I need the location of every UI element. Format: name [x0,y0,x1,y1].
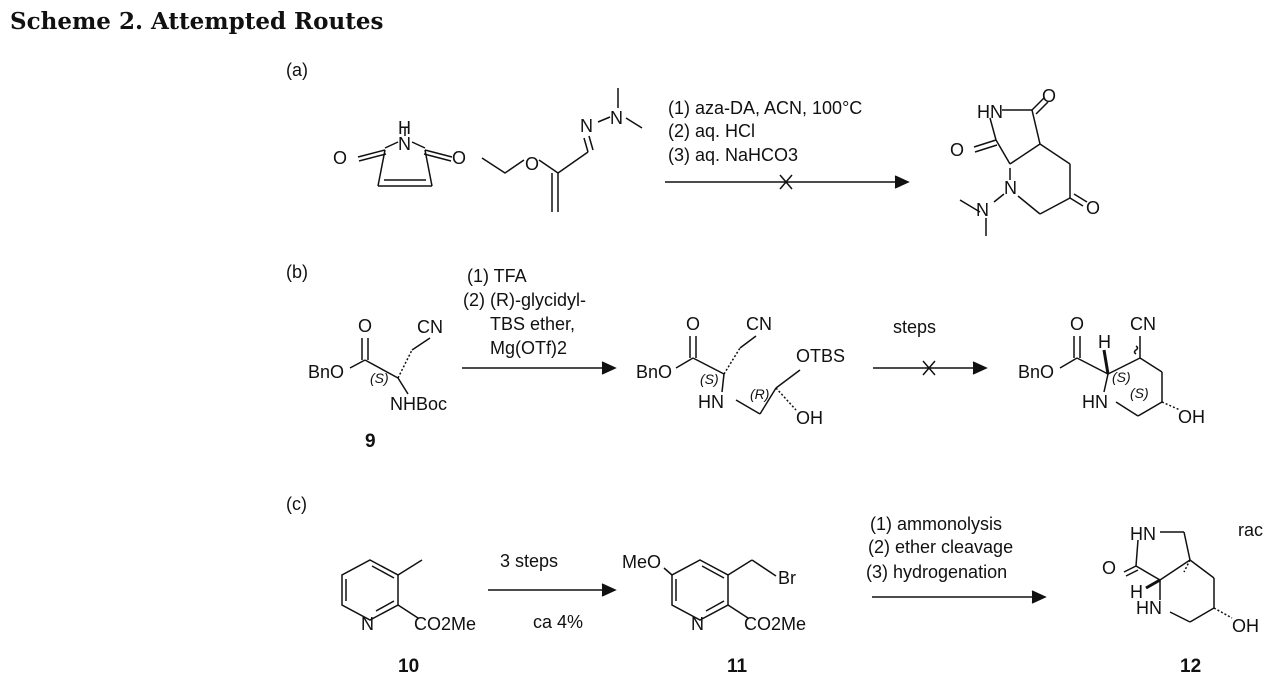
panel-b-arrow-1 [462,361,617,375]
intermediate-structure [675,335,801,415]
compound-12-structure [1123,531,1233,623]
panel-a-label: (a) [286,60,308,80]
azadiene-o: O [525,154,539,174]
compound-10-structure [341,559,423,621]
compound-9-nhboc: NHBoc [390,394,447,414]
compound-12-hn1: HN [1130,524,1156,544]
scheme-title: Scheme 2. Attempted Routes [10,8,384,35]
panel-b-product-bno: BnO [1018,362,1054,382]
panel-b-steps-label: steps [893,317,936,337]
panel-c-arrow-1 [488,583,617,597]
panel-c-arrow-2 [872,590,1047,604]
intermediate-bno: BnO [636,362,672,382]
compound-12-h: H [1130,582,1143,602]
intermediate-stereo-r: (R) [750,386,769,402]
panel-a-product-hn: HN [977,102,1003,122]
panel-c-step1-top: 3 steps [500,551,558,571]
compound-11-ester: CO2Me [744,614,806,634]
panel-b-product-stereo-s2: (S) [1130,385,1149,401]
panel-a-failed-arrow [665,174,910,190]
azadiene-n1: N [580,116,593,136]
maleimide-n: N [398,134,411,154]
compound-11-structure [663,559,777,621]
compound-10-number: 10 [398,656,419,677]
panel-b-product-oh: OH [1178,407,1205,427]
panel-b-product-h: H [1098,332,1111,352]
intermediate-otbs: OTBS [796,346,845,366]
panel-a-product-o1: O [1042,86,1056,106]
panel-b-label: (b) [286,262,308,282]
panel-b-condition-4: Mg(OTf)2 [490,338,567,358]
compound-9-structure [349,337,431,395]
compound-9-number: 9 [365,431,376,452]
azadiene-structure [481,88,643,212]
compound-12-number: 12 [1180,656,1201,677]
panel-b-condition-2: (2) (R)-glycidyl- [463,290,586,310]
maleimide-o-left: O [333,148,347,168]
panel-a-product-n2: N [976,200,989,220]
panel-c-condition-2: (2) ether cleavage [868,537,1013,557]
panel-c-condition-3: (3) hydrogenation [866,562,1007,582]
compound-12-rac: rac [1238,520,1263,540]
compound-11-number: 11 [727,656,748,677]
panel-b-product-hn: HN [1082,392,1108,412]
intermediate-o: O [686,314,700,334]
compound-12-o: O [1102,558,1116,578]
compound-9-bno: BnO [308,362,344,382]
azadiene-n2: N [610,108,623,128]
panel-b-condition-3: TBS ether, [490,314,575,334]
intermediate-cn: CN [746,314,772,334]
intermediate-stereo-s: (S) [700,371,719,387]
panel-c-label: (c) [286,494,307,514]
compound-12-oh: OH [1232,616,1259,636]
compound-9-o: O [358,316,372,336]
panel-c-step1-bottom: ca 4% [533,612,583,632]
compound-9-cn: CN [417,317,443,337]
compound-11-br: Br [778,568,796,588]
maleimide-o-right: O [452,148,466,168]
panel-a-product-o2: O [950,140,964,160]
compound-11-n: N [691,614,704,634]
intermediate-hn: HN [698,392,724,412]
maleimide-structure [357,128,453,187]
compound-10-n: N [361,614,374,634]
compound-10-ester: CO2Me [414,614,476,634]
compound-9-stereo-s: (S) [370,370,389,386]
panel-b-failed-arrow [873,360,988,376]
panel-b-product-o: O [1070,314,1084,334]
intermediate-oh: OH [796,408,823,428]
panel-a-product-n: N [1004,178,1017,198]
panel-a-condition-1: (1) aza-DA, ACN, 100°C [668,98,862,118]
panel-a-condition-3: (3) aq. NaHCO3 [668,145,798,165]
compound-12-hn2: HN [1136,598,1162,618]
panel-c-condition-1: (1) ammonolysis [870,514,1002,534]
panel-a-condition-2: (2) aq. HCl [668,121,755,141]
panel-a-product-structure [959,97,1088,236]
maleimide-h: H [398,118,411,138]
panel-b-product-cn: CN [1130,314,1156,334]
panel-b-product-structure [1059,336,1181,417]
panel-b-condition-1: (1) TFA [467,266,527,286]
panel-b-product-stereo-s1: (S) [1112,369,1131,385]
compound-11-meo: MeO [622,552,661,572]
panel-a-product-o3: O [1086,198,1100,218]
